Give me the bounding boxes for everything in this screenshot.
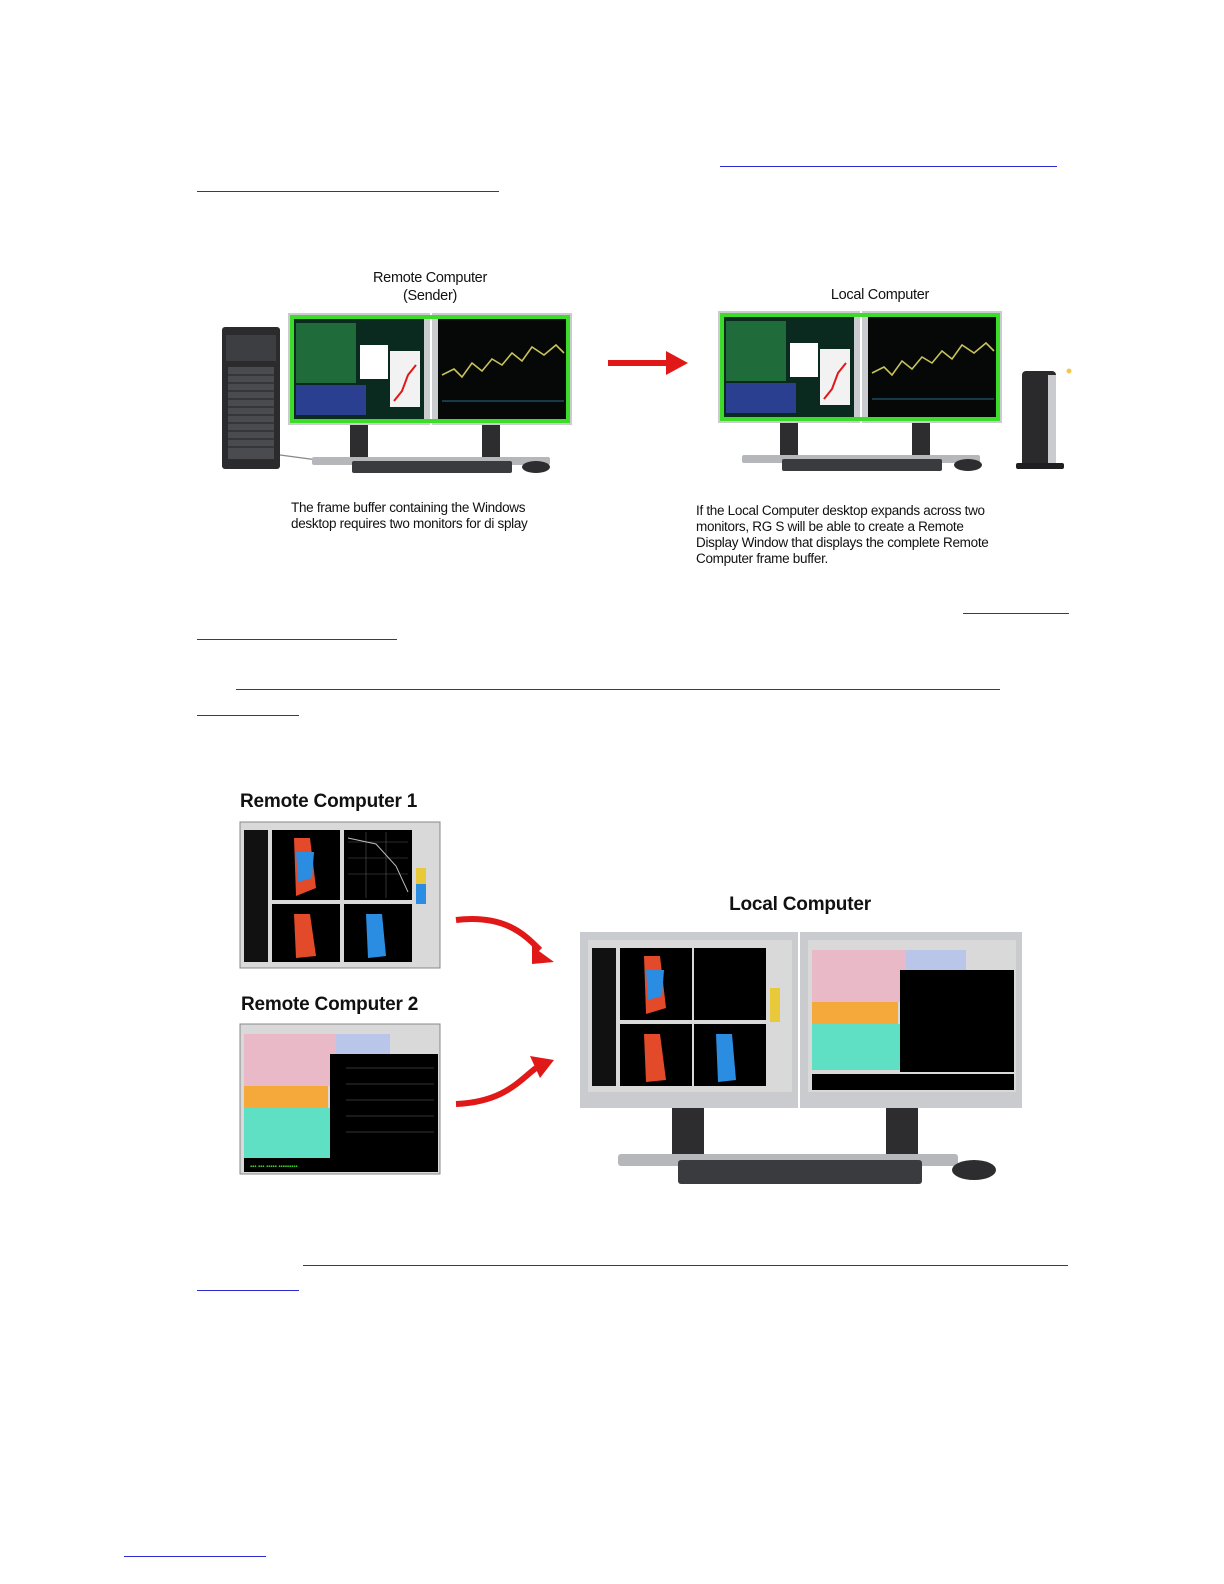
link-underline-5[interactable] [124, 1556, 266, 1557]
arrow-icon [608, 351, 688, 375]
svg-text:▪▪▪ ▪▪▪ ▪▪▪▪▪ ▪▪▪▪▪▪▪: ▪▪▪ ▪▪▪ ▪▪▪▪▪ ▪▪▪▪▪▪▪▪▪ [250, 1164, 298, 1170]
link-underline-1b[interactable] [197, 191, 499, 192]
link-underline-3b[interactable] [197, 715, 299, 716]
figure1-local-caption: If the Local Computer desktop expands ac… [696, 503, 1056, 567]
link-underline-2a[interactable] [963, 613, 1069, 614]
link-underline-1a[interactable] [720, 166, 1057, 167]
local-dual-monitor-icon [718, 311, 1002, 471]
thin-client-icon [1016, 369, 1072, 470]
figure1-remote-caption: The frame buffer containing the Windows … [291, 500, 591, 532]
figure1-local-label: Local Computer [790, 286, 970, 304]
figure2-illustration: ▪▪▪ ▪▪▪ ▪▪▪▪▪ ▪▪▪▪▪▪▪▪▪ [236, 818, 1036, 1190]
figure1-remote-label: Remote Computer (Sender) [330, 269, 530, 305]
arrow-to-local-2-icon [456, 1056, 554, 1104]
arrow-to-local-1-icon [456, 919, 554, 964]
figure1-illustration [210, 305, 1080, 495]
remote-dual-monitor-icon [288, 313, 572, 473]
link-underline-2b[interactable] [197, 639, 397, 640]
link-underline-4b[interactable] [197, 1290, 299, 1291]
figure2-remote1-label: Remote Computer 1 [240, 791, 445, 813]
remote-computer-2-screen-icon: ▪▪▪ ▪▪▪ ▪▪▪▪▪ ▪▪▪▪▪▪▪▪▪ [240, 1024, 440, 1174]
remote-computer-1-screen-icon [240, 822, 440, 968]
link-underline-3a[interactable] [236, 689, 1000, 690]
link-underline-4a[interactable] [303, 1265, 1068, 1266]
local-computer-dual-monitor-icon [580, 932, 1022, 1184]
